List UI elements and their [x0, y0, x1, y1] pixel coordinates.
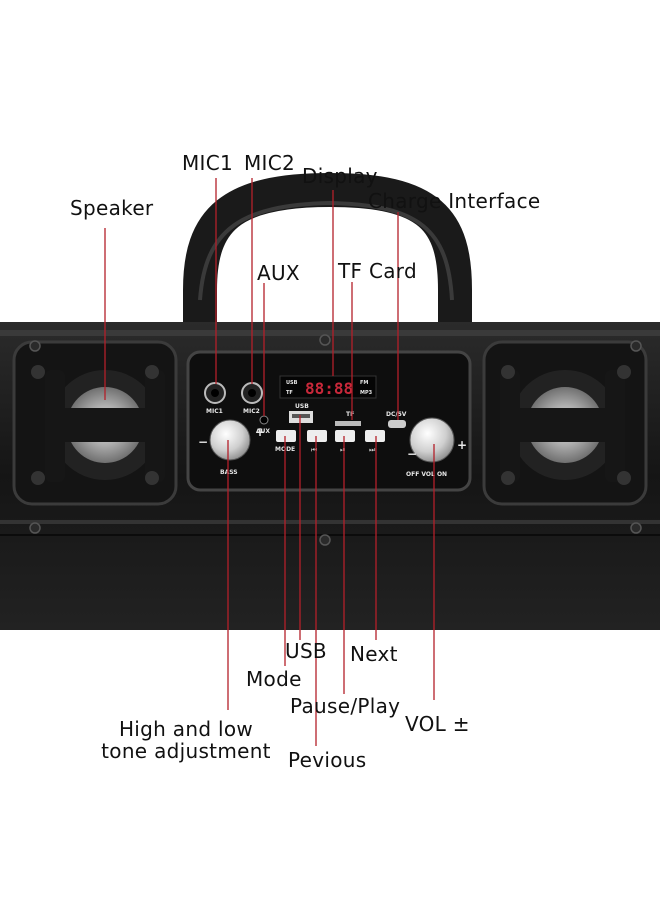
- dc-label: DC/5V: [386, 411, 407, 418]
- mode-button: [276, 430, 296, 442]
- tf-card-callout: TF Card: [338, 259, 417, 283]
- charge-interface-callout: Charge Interface: [368, 189, 541, 213]
- mic2-label: MIC2: [243, 408, 260, 415]
- vol-minus: −: [407, 447, 417, 461]
- bass-knob: [209, 419, 251, 461]
- vol-plus: +: [457, 438, 467, 452]
- mic2-callout: MIC2: [244, 151, 296, 175]
- right-speaker-grille: [482, 340, 648, 506]
- tone-callout-line1: High and low: [118, 717, 254, 741]
- mic1-callout: MIC1: [182, 151, 234, 175]
- tf-slot: [335, 421, 361, 426]
- next-button: [365, 430, 385, 442]
- carry-handle: [183, 172, 472, 347]
- lcd-usb-indicator: USB: [286, 380, 298, 386]
- bass-plus: +: [255, 425, 265, 439]
- tone-callout-line2: tone adjustment: [101, 739, 271, 763]
- previous-button: [307, 430, 327, 442]
- volume-knob: [409, 417, 455, 463]
- leader-lines: [104, 178, 435, 746]
- tone-adjustment-callout: High and low tone adjustment: [100, 718, 272, 762]
- aux-label: AUX: [256, 428, 270, 435]
- aux-callout: AUX: [257, 261, 300, 285]
- control-panel: USB TF 88:88 FM MP3 MIC1 MIC2 AUX USB TF…: [186, 350, 472, 492]
- screws: [29, 334, 642, 546]
- bass-minus: −: [198, 435, 208, 449]
- dc-port: [388, 420, 406, 428]
- usb-label: USB: [295, 403, 309, 410]
- off-vol-on-label: OFF VOL ON: [406, 471, 447, 478]
- lcd-mp3-indicator: MP3: [360, 390, 373, 396]
- next-callout: Next: [350, 642, 398, 666]
- mode-callout: Mode: [246, 667, 302, 691]
- display-callout: Display: [302, 164, 378, 188]
- previous-icon: ⏮: [311, 446, 317, 454]
- play-pause-icon: ⏯: [340, 446, 346, 454]
- pause-play-callout: Pause/Play: [290, 694, 401, 718]
- lcd-digits: 88:88: [305, 379, 353, 398]
- lcd-tf-indicator: TF: [286, 390, 293, 396]
- speaker-callout: Speaker: [70, 196, 154, 220]
- play-pause-button: [335, 430, 355, 442]
- bass-label: BASS: [220, 469, 238, 476]
- next-icon: ⏭: [369, 446, 376, 454]
- lcd-fm-indicator: FM: [360, 380, 368, 386]
- vol-callout: VOL ±: [405, 712, 470, 736]
- aux-jack: [259, 415, 269, 425]
- tf-label: TF: [346, 411, 354, 418]
- usb-callout: USB: [285, 639, 327, 663]
- previous-callout: Pevious: [288, 748, 367, 772]
- mic1-label: MIC1: [206, 408, 223, 415]
- left-speaker-grille: [12, 340, 178, 506]
